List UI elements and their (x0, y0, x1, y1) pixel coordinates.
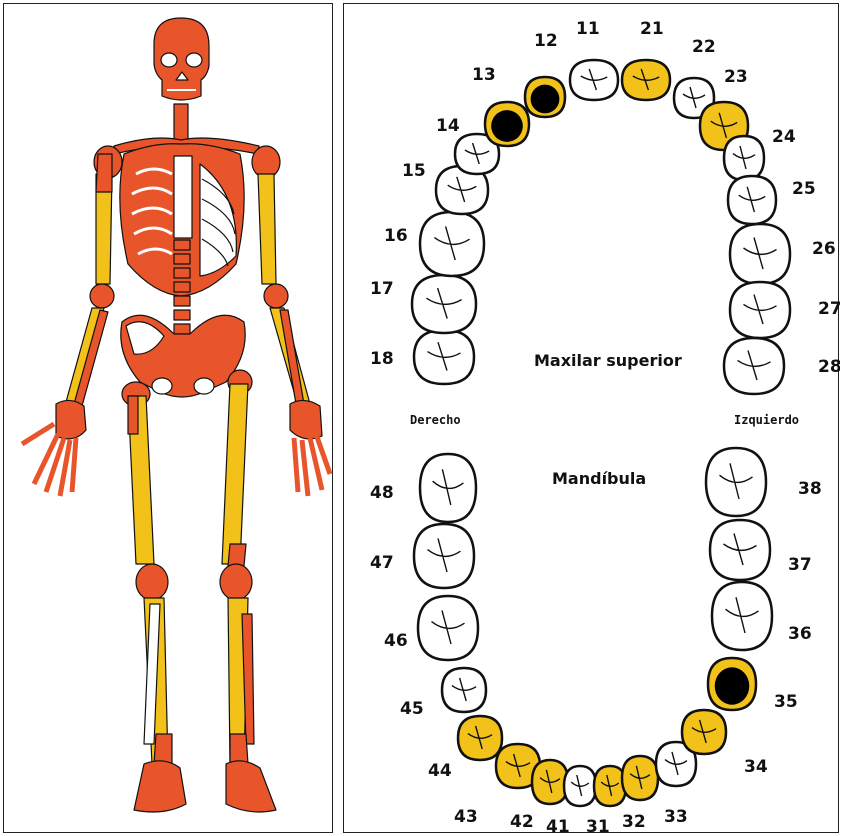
tooth-number-18: 18 (370, 349, 394, 369)
tooth-number-25: 25 (792, 179, 816, 199)
tooth-number-36: 36 (788, 624, 812, 644)
tooth-21: 21 (622, 19, 670, 100)
tooth-number-45: 45 (400, 699, 424, 719)
tooth-number-48: 48 (370, 483, 394, 503)
tooth-number-42: 42 (510, 812, 534, 832)
tooth-number-31: 31 (586, 817, 610, 834)
tooth-number-12: 12 (534, 31, 558, 51)
tooth-number-34: 34 (744, 757, 768, 777)
skeleton-panel (3, 3, 333, 833)
lesion-mark (531, 85, 560, 114)
tooth-number-27: 27 (818, 299, 840, 319)
tooth-18: 18 (370, 330, 474, 384)
tooth-number-14: 14 (436, 116, 460, 136)
tooth-number-16: 16 (384, 226, 408, 246)
tooth-16: 16 (384, 212, 484, 276)
right-side-label: Derecho (410, 413, 461, 427)
maxilla-label: Maxilar superior (534, 351, 682, 370)
tooth-number-28: 28 (818, 357, 840, 377)
human-skeleton-icon (4, 4, 334, 834)
tooth-26: 26 (730, 224, 836, 284)
tooth-number-26: 26 (812, 239, 836, 259)
tooth-25: 25 (728, 176, 816, 224)
tooth-47: 47 (370, 524, 474, 588)
tooth-number-41: 41 (546, 817, 570, 834)
tooth-45: 45 (400, 668, 486, 719)
dental-chart-panel: Maxilar superior Mandíbula Derecho Izqui… (343, 3, 839, 833)
tooth-number-47: 47 (370, 553, 394, 573)
tooth-28: 28 (724, 338, 840, 394)
tooth-number-24: 24 (772, 127, 796, 147)
tooth-number-23: 23 (724, 67, 748, 87)
tooth-33: 33 (656, 742, 696, 827)
tooth-number-37: 37 (788, 555, 812, 575)
tooth-37: 37 (710, 520, 812, 580)
tooth-number-44: 44 (428, 761, 452, 781)
tooth-32: 32 (622, 756, 658, 832)
lesion-mark (715, 667, 750, 704)
tooth-number-35: 35 (774, 692, 798, 712)
mandible-label: Mandíbula (552, 469, 646, 488)
tooth-36: 36 (712, 582, 812, 650)
tooth-38: 38 (706, 448, 822, 516)
tooth-number-13: 13 (472, 65, 496, 85)
left-side-label: Izquierdo (734, 413, 799, 427)
tooth-12: 12 (525, 31, 565, 117)
tooth-35: 35 (708, 658, 798, 712)
tooth-27: 27 (730, 282, 840, 338)
tooth-number-22: 22 (692, 37, 716, 57)
tooth-44: 44 (428, 716, 502, 781)
tooth-46: 46 (384, 596, 478, 660)
tooth-11: 11 (570, 19, 618, 100)
tooth-number-43: 43 (454, 807, 478, 827)
lesion-mark (491, 110, 523, 142)
tooth-17: 17 (370, 275, 476, 333)
tooth-number-32: 32 (622, 812, 646, 832)
tooth-number-46: 46 (384, 631, 408, 651)
tooth-number-11: 11 (576, 19, 600, 39)
tooth-number-33: 33 (664, 807, 688, 827)
tooth-number-38: 38 (798, 479, 822, 499)
tooth-number-21: 21 (640, 19, 664, 39)
tooth-48: 48 (370, 454, 476, 522)
tooth-number-15: 15 (402, 161, 426, 181)
dental-chart: Maxilar superior Mandíbula Derecho Izqui… (344, 4, 840, 834)
tooth-number-17: 17 (370, 279, 394, 299)
